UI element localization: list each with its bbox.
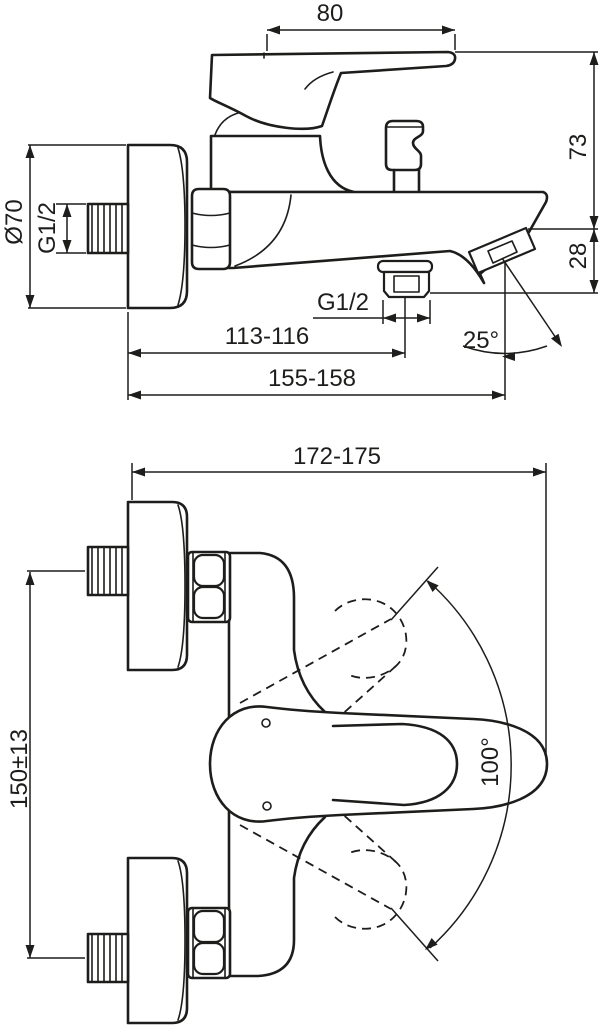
dim-spout-angle: 25° <box>462 257 562 400</box>
inlet-nipple-plan-top <box>86 545 130 597</box>
diverter-knob <box>384 119 425 193</box>
shower-outlet-fitting <box>376 259 434 299</box>
dim-handle-width: 80 <box>266 0 456 51</box>
diverter-stem <box>392 168 421 193</box>
escutcheon-side <box>126 143 189 310</box>
spout-body <box>227 190 549 285</box>
dim-label-g12-inlet: G1/2 <box>34 202 61 254</box>
escutcheon-plan-top <box>126 500 189 672</box>
handle-dot-upper <box>261 718 271 728</box>
dim-connection-centres: 150±13 <box>6 570 85 959</box>
dim-label-100deg: 100° <box>477 737 504 787</box>
swing-edge-ticks <box>390 566 439 962</box>
dim-label-g12-outlet: G1/2 <box>317 289 369 316</box>
mounting-nut-plan-bottom <box>186 906 232 980</box>
mounting-nut-plan-top <box>186 550 232 624</box>
dim-label-25deg: 25° <box>463 327 499 354</box>
dim-label-80: 80 <box>317 0 344 27</box>
dim-label-73: 73 <box>565 134 592 161</box>
dim-inlet-thread: G1/2 <box>34 202 86 254</box>
lever-handle-side <box>208 50 457 131</box>
plan-view: 100° 172-175 150±13 <box>6 443 549 1025</box>
dim-label-172-175: 172-175 <box>293 443 381 470</box>
cartridge-housing-side <box>209 134 356 194</box>
body-transition-arc <box>234 194 292 267</box>
nut-facet-lines <box>191 212 231 249</box>
aerator-face <box>467 226 537 275</box>
handle-top-surface-line <box>331 722 459 807</box>
lever-handle-plan <box>208 705 549 823</box>
dim-label-150: 150±13 <box>6 729 33 809</box>
dim-label-113-116: 113-116 <box>225 323 310 350</box>
handle-detail-lines <box>263 52 334 90</box>
dim-swing-angle: 100° <box>425 580 512 950</box>
dim-outlet-thread: G1/2 <box>313 289 431 324</box>
dim-escutcheon-diameter: Ø70 <box>1 144 126 309</box>
inlet-nipple-side <box>86 202 130 255</box>
dim-heights: 73 28 <box>430 51 599 294</box>
escutcheon-plan-bottom <box>126 856 189 1025</box>
side-view: 80 73 28 Ø70 G1/2 <box>1 0 599 400</box>
dim-overall-depth: 172-175 <box>131 443 547 757</box>
escutcheon-face-line <box>177 147 186 306</box>
dim-label-d70: Ø70 <box>1 199 28 244</box>
mounting-nut-side <box>190 187 232 271</box>
dim-wall-to-spout: 155-158 <box>128 365 505 400</box>
dim-label-28: 28 <box>565 243 592 270</box>
dim-wall-to-outlet: 113-116 <box>127 298 406 400</box>
inlet-nipple-plan-bottom <box>86 932 130 984</box>
dim-label-155-158: 155-158 <box>268 365 356 392</box>
handle-dot-lower <box>262 801 272 811</box>
